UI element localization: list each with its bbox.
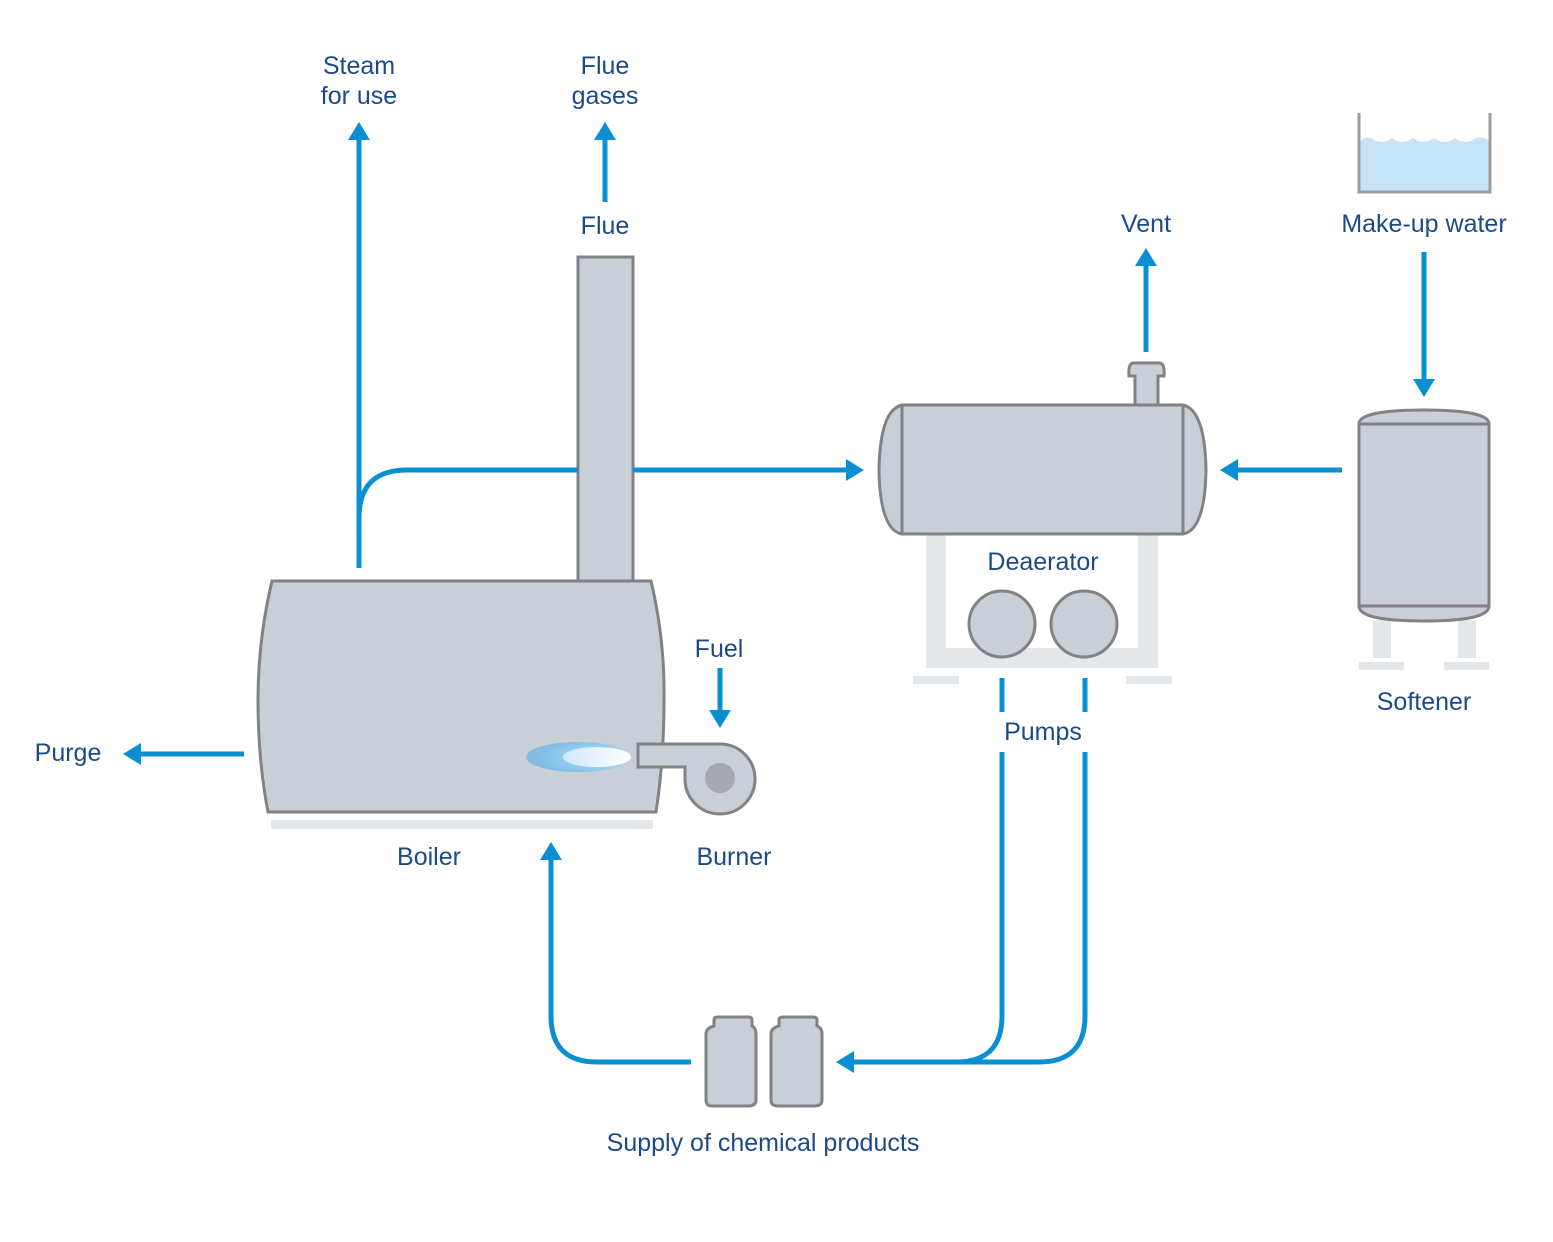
softener-leg-left xyxy=(1373,620,1391,658)
arrow-vent xyxy=(1135,248,1157,266)
deaerator-foot-right xyxy=(1126,676,1172,684)
label-purge: Purge xyxy=(34,739,102,767)
arrow-boiler-feed xyxy=(540,842,562,860)
label-steam-line1: Steam xyxy=(322,52,396,80)
deaerator-support xyxy=(926,535,1158,668)
softener-tank xyxy=(1357,408,1491,623)
burner-housing xyxy=(636,742,757,816)
tank-walls xyxy=(1357,113,1492,194)
flow-boiler-to-deaerator xyxy=(356,467,578,519)
water xyxy=(1360,137,1489,191)
label-deaerator: Deaerator xyxy=(987,548,1099,576)
flow-pump2-to-chemicals xyxy=(950,752,1088,1065)
flue-stack xyxy=(576,255,635,583)
chemical-containers xyxy=(704,1015,824,1108)
arrow-purge xyxy=(123,743,141,765)
label-flue: Flue xyxy=(580,212,630,240)
label-burner: Burner xyxy=(696,843,772,871)
chemical-container-1 xyxy=(704,1015,758,1108)
arrow-deaerator-return xyxy=(1220,459,1238,481)
boiler-base xyxy=(271,820,653,829)
pump-1 xyxy=(967,589,1037,659)
flow-pump1-to-chemicals xyxy=(850,752,1005,1065)
label-boiler: Boiler xyxy=(397,843,461,871)
deaerator-tank xyxy=(877,403,1208,536)
label-steam: Steam for use xyxy=(299,51,419,111)
label-makeup-water: Make-up water xyxy=(1341,210,1507,238)
arrow-deaerator-in xyxy=(846,459,864,481)
label-steam-line2: for use xyxy=(320,82,398,110)
label-flue-gases-line2: gases xyxy=(571,82,639,110)
boiler-body xyxy=(256,579,666,814)
deaerator-vent-nozzle xyxy=(1127,361,1166,407)
softener-foot-right xyxy=(1444,662,1489,670)
label-flue-gases: Flue gases xyxy=(545,51,665,111)
arrow-steam xyxy=(348,122,370,140)
deaerator-foot-left xyxy=(913,676,959,684)
flow-lines xyxy=(123,122,1435,1073)
softener xyxy=(1357,408,1491,670)
label-chemicals: Supply of chemical products xyxy=(606,1129,920,1157)
flame-inner xyxy=(563,747,631,767)
label-fuel: Fuel xyxy=(694,635,744,663)
burner-fan-hub xyxy=(705,763,735,793)
arrow-softener-in xyxy=(1413,379,1435,397)
flow-chemicals-to-boiler xyxy=(548,858,691,1065)
chemical-container-2 xyxy=(769,1015,824,1108)
label-softener: Softener xyxy=(1376,688,1472,716)
pump-2 xyxy=(1049,589,1119,659)
pumps xyxy=(967,589,1119,659)
label-vent: Vent xyxy=(1120,210,1172,238)
arrow-fuel xyxy=(709,710,731,728)
label-flue-gases-line1: Flue xyxy=(580,52,630,80)
arrow-chemicals-in xyxy=(836,1051,854,1073)
arrow-flue-gases xyxy=(594,122,616,140)
label-pumps: Pumps xyxy=(1004,718,1082,746)
deaerator xyxy=(877,361,1208,684)
boiler xyxy=(256,579,666,829)
softener-leg-right xyxy=(1458,620,1476,658)
softener-foot-left xyxy=(1359,662,1404,670)
makeup-water-tank xyxy=(1357,113,1492,194)
burner xyxy=(526,742,757,816)
